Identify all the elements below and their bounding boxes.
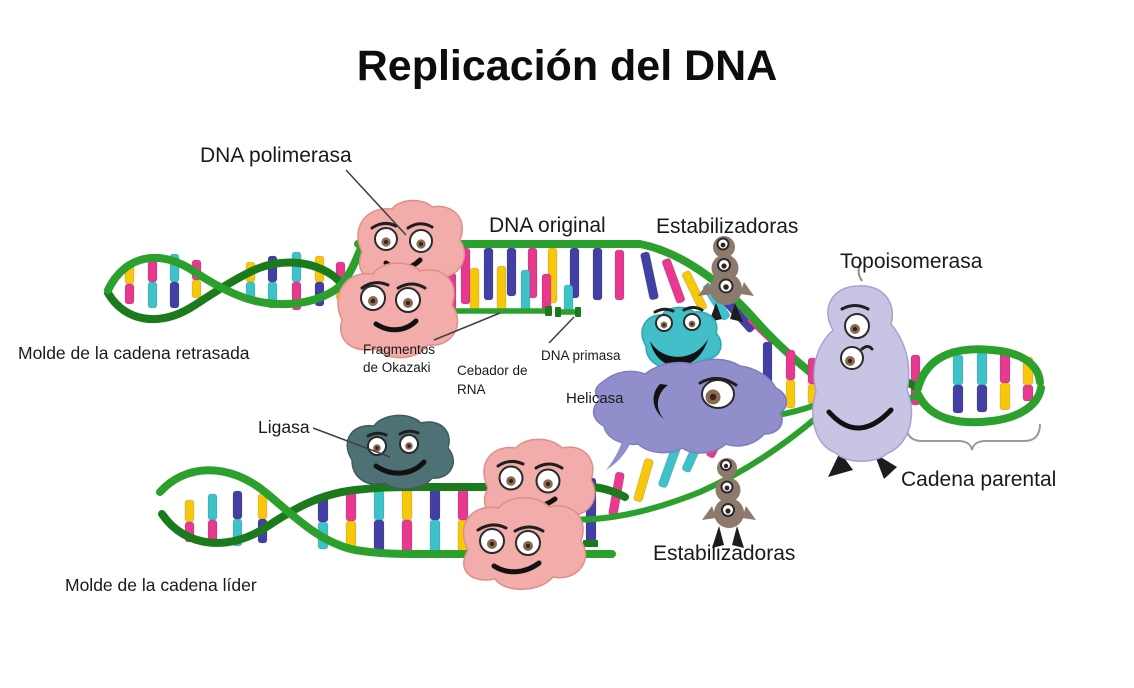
- rna-primer: [555, 284, 581, 317]
- label-dna-polimerasa: DNA polimerasa: [200, 144, 352, 167]
- stabilizer-protein-top: [698, 236, 754, 322]
- topoisomerase-blob: [812, 261, 913, 479]
- okazaki-fragments: [436, 265, 552, 316]
- label-dna-original: DNA original: [489, 214, 606, 237]
- page-title: Replicación del DNA: [357, 42, 778, 90]
- pointer-line-ligasa: [312, 427, 391, 458]
- cadena-parental-brace: [905, 423, 1041, 451]
- pointer-line-polimerasa: [345, 169, 407, 236]
- eyes: [370, 221, 434, 253]
- label-molde-retrasada: Molde de la cadena retrasada: [18, 343, 250, 363]
- label-cadena-parental: Cadena parental: [901, 468, 1056, 491]
- ligase-blob: [346, 414, 454, 490]
- stabilizer-protein-bottom: [702, 458, 756, 548]
- label-molde-lider: Molde de la cadena líder: [65, 575, 257, 595]
- base-pair-rungs: [952, 351, 1034, 414]
- label-fragmentos-okazaki-1: Fragmentos: [363, 342, 435, 357]
- label-estabilizadoras-top: Estabilizadoras: [656, 215, 798, 238]
- helicase-blob: [592, 358, 788, 470]
- label-fragmentos-okazaki-2: de Okazaki: [363, 360, 431, 375]
- dna-polymerase-bottom: [462, 438, 596, 591]
- eyes: [360, 281, 427, 313]
- label-cebador-rna-1: Cebador de: [457, 363, 528, 378]
- pointer-line-primasa: [548, 316, 575, 344]
- label-topoisomerasa: Topoisomerasa: [840, 250, 983, 273]
- pointer-lines: [312, 169, 575, 458]
- label-ligasa: Ligasa: [258, 417, 310, 437]
- label-estabilizadoras-bottom: Estabilizadoras: [653, 542, 795, 565]
- label-helicasa: Helicasa: [566, 390, 624, 407]
- dna-polymerase-top: [337, 199, 466, 359]
- pointer-line-fragmentos: [433, 312, 501, 341]
- label-dna-primasa: DNA primasa: [541, 348, 621, 363]
- label-cebador-rna-2: RNA: [457, 382, 486, 397]
- fork-protein-blob: [641, 306, 722, 370]
